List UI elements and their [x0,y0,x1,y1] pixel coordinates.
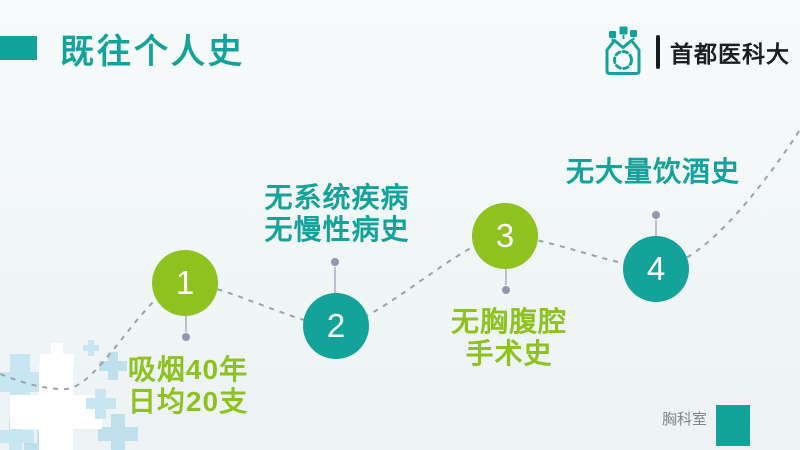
page-title: 既往个人史 [60,32,245,71]
footer-department: 胸科室 [661,411,707,428]
step-number: 2 [326,307,346,344]
logo-divider [656,34,660,69]
step-label-smoking: 吸烟40年 日均20支 [128,354,248,419]
connector-dots [182,211,660,341]
step-label-line: 手术史 [465,338,553,370]
step-label-line: 无大量饮酒史 [565,156,741,187]
logo-block: 首都医科大 [599,25,790,78]
step-label-no-surgery: 无胸腹腔 手术史 [451,306,567,371]
step-circle-1: 1 [152,250,218,316]
step-number: 3 [495,217,515,254]
step-number: 4 [646,250,666,287]
org-name: 首都医科大 [670,40,790,67]
footer-accent-square [716,405,750,446]
step-number: 1 [175,264,195,301]
connector-pins [185,220,657,332]
decor-cross-cluster [0,340,138,450]
step-label-line: 吸烟40年 [127,354,249,385]
step-label-line: 无系统疾病 [264,182,410,213]
step-label-line: 无胸腹腔 [450,306,568,337]
step-circle-4: 4 [623,236,689,302]
step-circle-3: 3 [472,203,538,269]
step-label-line: 无慢性病史 [264,214,410,246]
step-label-no-alcohol: 无大量饮酒史 [566,156,740,188]
title-bullet [0,36,37,60]
title-block: 既往个人史 [0,27,245,71]
step-label-no-systemic-disease: 无系统疾病 无慢性病史 [264,182,409,247]
footer: 胸科室 [662,405,750,446]
hospital-house-icon [605,26,641,75]
step-circle-2: 2 [303,293,369,359]
step-label-line: 日均20支 [127,386,249,418]
